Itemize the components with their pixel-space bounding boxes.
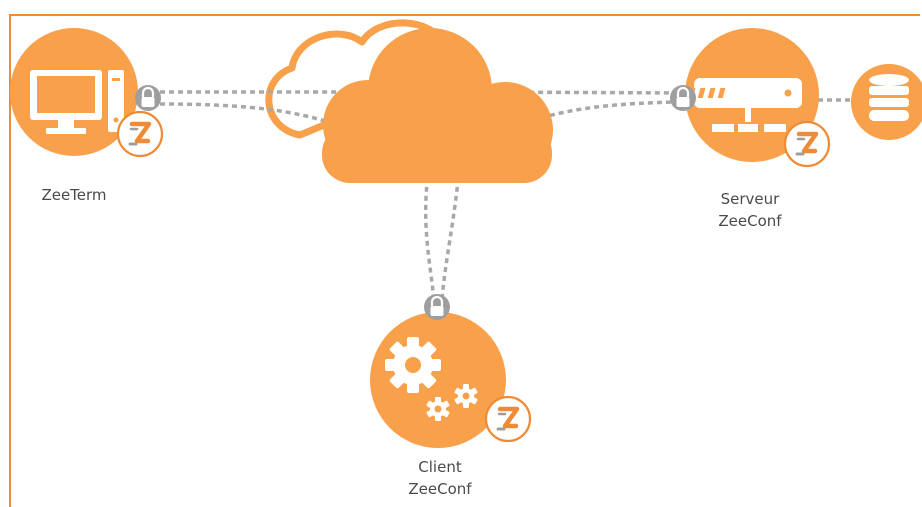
server-node — [677, 28, 829, 166]
zeeterm-label: ZeeTerm — [28, 184, 120, 206]
server-label: Serveur ZeeConf — [700, 188, 800, 232]
database-node — [851, 64, 922, 140]
client-circle — [370, 312, 506, 448]
server-label-line2: ZeeConf — [718, 212, 782, 230]
desktop-computer-icon — [30, 70, 124, 134]
zeeterm-label-text: ZeeTerm — [41, 186, 107, 204]
client-node — [370, 312, 530, 448]
server-lock-icon — [670, 85, 696, 111]
zeeterm-lock-icon — [135, 85, 161, 111]
client-lock-icon — [424, 294, 450, 320]
server-label-line1: Serveur — [720, 190, 780, 208]
database-icon — [869, 74, 909, 121]
link-zeeterm-cloud — [159, 102, 431, 177]
cloud-icon — [322, 28, 553, 183]
client-label-line1: Client — [418, 458, 462, 476]
server-badge-icon — [785, 122, 829, 166]
client-label: Client ZeeConf — [390, 456, 490, 500]
zeeterm-node — [10, 28, 162, 156]
diagram-frame — [9, 14, 920, 507]
client-label-line2: ZeeConf — [408, 480, 472, 498]
client-badge-icon — [486, 397, 530, 441]
zeeterm-badge-icon — [118, 112, 162, 156]
